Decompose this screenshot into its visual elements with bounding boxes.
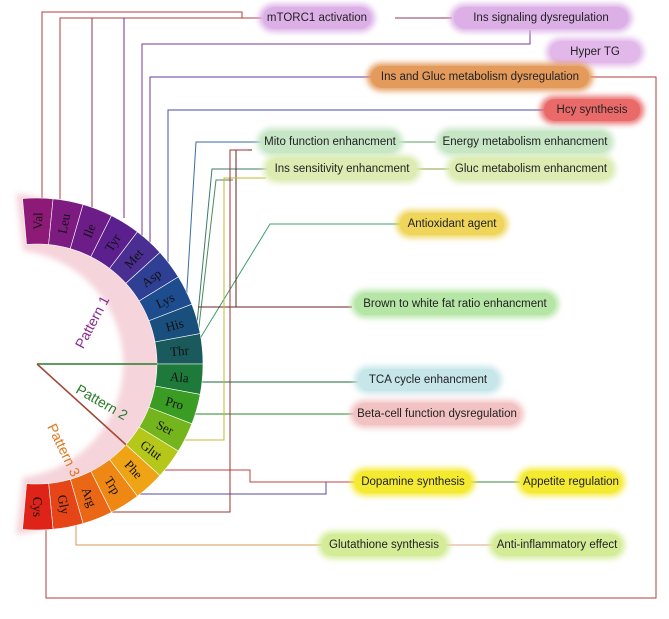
effect-mito: Mito function enhancment <box>257 128 403 156</box>
connector <box>167 109 545 272</box>
effect-label: Ins signaling dysregulation <box>473 12 609 24</box>
effect-label: Glutathione synthesis <box>329 539 439 551</box>
effect-hypertg: Hyper TG <box>546 38 644 66</box>
amino-acid-label: Cys <box>30 497 45 517</box>
effect-label: Appetite regulation <box>523 476 619 488</box>
effect-gluta: Glutathione synthesis <box>318 531 450 559</box>
connector <box>59 17 262 205</box>
effect-label: Hcy synthesis <box>557 104 628 116</box>
amino-acid-label: His <box>164 315 185 334</box>
effect-pill <box>355 293 555 315</box>
effect-label: Antioxidant agent <box>408 218 498 230</box>
effect-pill <box>354 403 520 425</box>
effect-label: Energy metabolism enhancment <box>443 136 609 148</box>
effect-antiox: Antioxidant agent <box>396 210 508 238</box>
effect-label: Beta-cell function dysregulation <box>357 408 517 420</box>
connector <box>176 177 266 441</box>
amino-acid-label: Ala <box>169 369 189 386</box>
effect-antiinf: Anti-inflammatory effect <box>489 531 625 559</box>
amino-acid-label: Thr <box>169 342 190 359</box>
amino-acid-label: Val <box>30 212 45 230</box>
effect-mtorc1: mTORC1 activation <box>259 4 375 32</box>
effect-energy: Energy metabolism enhancment <box>436 128 614 156</box>
effect-pill <box>358 369 498 391</box>
segment-cys <box>22 483 54 531</box>
effect-pill <box>450 158 612 180</box>
effect-beta: Beta-cell function dysregulation <box>350 400 524 428</box>
connector <box>45 76 657 599</box>
connector <box>195 168 267 335</box>
effect-pill <box>261 131 399 153</box>
amino-acid-label: Ile <box>80 222 99 240</box>
connector <box>195 223 400 346</box>
connector <box>195 179 233 353</box>
effect-label: Anti-inflammatory effect <box>497 539 618 551</box>
effect-pill <box>263 7 371 29</box>
effect-hcy: Hcy synthesis <box>540 96 644 124</box>
effect-label: TCA cycle enhancment <box>369 374 488 386</box>
effect-pill <box>550 41 640 63</box>
connector <box>141 30 531 236</box>
effect-insgluc: Ins and Gluc metabolism dysregulation <box>367 63 593 91</box>
effect-label: Gluc metabolism enhancment <box>455 163 608 175</box>
effect-pill <box>440 131 610 153</box>
effect-inssig: Ins signaling dysregulation <box>450 4 632 32</box>
effect-pill <box>493 534 621 556</box>
connector <box>75 513 322 546</box>
effect-label: Mito function enhancment <box>264 136 396 148</box>
effect-glucmet: Gluc metabolism enhancment <box>446 155 616 183</box>
amino-acid-label: Gly <box>55 493 73 515</box>
connector <box>150 469 355 483</box>
effect-pill <box>371 66 589 88</box>
effect-label: Hyper TG <box>570 46 620 58</box>
amino-acid-label: Pro <box>164 393 185 412</box>
effect-pill <box>322 534 446 556</box>
effect-pill <box>400 213 504 235</box>
connector-lines <box>41 11 657 599</box>
connector <box>46 149 248 513</box>
effect-inssens: Ins sensitivity enhancment <box>263 155 421 183</box>
effect-pill <box>544 99 640 121</box>
effect-tca: TCA cycle enhancment <box>354 366 502 394</box>
effect-pill <box>521 471 621 493</box>
connector <box>185 141 261 306</box>
connector <box>130 482 327 495</box>
amino-acid-label: Leu <box>55 212 74 235</box>
effect-brown: Brown to white fat ratio enhancment <box>351 290 559 318</box>
pattern-divider <box>36 363 127 446</box>
effect-pill <box>355 471 471 493</box>
effect-pill <box>267 158 417 180</box>
connector <box>41 11 262 232</box>
amino-acid-label: Lys <box>153 290 177 312</box>
effect-label: Ins and Gluc metabolism dysregulation <box>381 71 579 83</box>
amino-acid-label: Arg <box>79 485 100 510</box>
effect-label: mTORC1 activation <box>267 12 367 24</box>
effect-label: Ins sensitivity enhancment <box>275 163 411 175</box>
amino-acid-label: Ser <box>154 417 177 438</box>
effect-pill <box>454 7 628 29</box>
effect-label: Dopamine synthesis <box>361 476 465 488</box>
effect-labels: mTORC1 activation Ins signaling dysregula… <box>257 4 644 559</box>
effect-appetite: Appetite regulation <box>517 468 625 496</box>
connector <box>149 76 372 256</box>
effect-label: Brown to white fat ratio enhancment <box>363 298 547 310</box>
effect-dopa: Dopamine synthesis <box>351 468 475 496</box>
